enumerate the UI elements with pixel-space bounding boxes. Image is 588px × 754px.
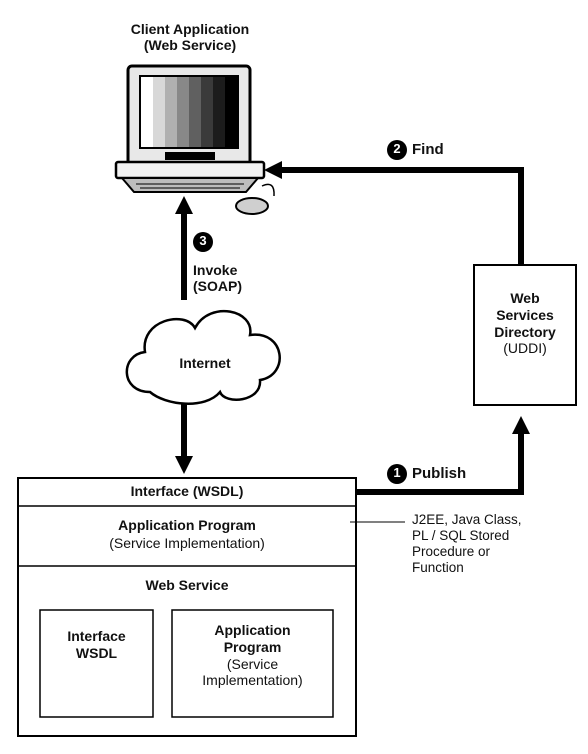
app-program-row-line2: (Service Implementation) — [109, 535, 265, 552]
directory-line2: Services — [496, 306, 554, 323]
internet-cloud — [125, 309, 281, 405]
directory-label: Web Services Directory (UDDI) — [474, 290, 576, 357]
client-title-line2: (Web Service) — [143, 36, 237, 53]
uddi-directory-box — [473, 264, 577, 406]
interface-row-label: Interface (WSDL) — [130, 483, 244, 499]
find-arrow — [264, 161, 524, 265]
find-label: Find — [412, 141, 444, 158]
annotation-line3: Procedure or — [412, 543, 491, 559]
inner-right-line2: Program — [223, 638, 282, 655]
annotation-line1: J2EE, Java Class, — [412, 512, 522, 527]
internet-label: Internet — [179, 355, 231, 371]
inner-right-line1: Application — [214, 622, 291, 638]
invoke-label-line1: Invoke — [193, 262, 238, 278]
inner-left-line2: WSDL — [75, 644, 118, 661]
inner-right-line3: (Service — [226, 655, 279, 672]
inner-left-line1: Interface — [67, 628, 126, 644]
inner-right-line4: Implementation) — [202, 672, 303, 689]
directory-line1: Web — [510, 290, 540, 306]
inner-interface-wsdl: Interface WSDL — [40, 628, 153, 662]
invoke-arrow — [175, 196, 193, 474]
web-service-box — [17, 477, 357, 737]
step-3-number: 3 — [199, 233, 207, 248]
publish-arrow — [356, 416, 530, 495]
directory-line4: (UDDI) — [503, 340, 547, 357]
web-service-title: Web Service — [145, 577, 229, 593]
annotation-line4: Function — [412, 559, 464, 575]
step-2-badge — [387, 140, 407, 160]
implementation-annotation: J2EE, Java Class, PL / SQL Stored Proced… — [412, 512, 522, 576]
invoke-label: Invoke (SOAP) — [193, 262, 242, 294]
step-1-badge — [387, 464, 407, 484]
app-program-row: Application Program (Service Implementat… — [18, 516, 356, 552]
app-program-row-line1: Application Program — [118, 517, 256, 533]
annotation-line2: PL / SQL Stored — [412, 527, 510, 543]
publish-label: Publish — [412, 465, 467, 482]
computer-icon — [114, 64, 275, 215]
step-1-number: 1 — [393, 465, 401, 480]
inner-app-program: Application Program (Service Implementat… — [172, 622, 333, 689]
directory-line3: Directory — [494, 323, 556, 340]
client-title: Client Application (Web Service) — [80, 21, 300, 53]
invoke-label-line2: (SOAP) — [193, 278, 242, 295]
step-3-badge — [193, 232, 213, 252]
client-title-line1: Client Application — [130, 21, 250, 37]
step-2-number: 2 — [393, 141, 401, 156]
